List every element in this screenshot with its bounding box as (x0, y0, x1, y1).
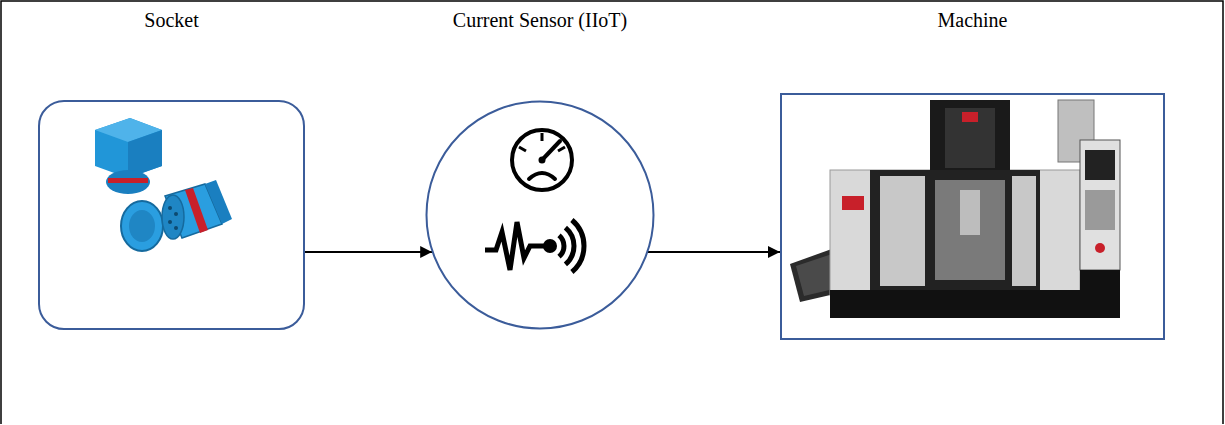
socket-illustration-part (162, 195, 184, 239)
machine-illustration-part (1080, 270, 1120, 318)
socket-illustration (95, 118, 232, 251)
machine-illustration-part (870, 170, 1040, 290)
machine-illustration-part (945, 108, 995, 168)
circle-outline (427, 102, 654, 329)
machine-illustration-part (830, 170, 1080, 295)
socket-illustration-part (185, 188, 208, 233)
arrow-connector (305, 251, 432, 253)
sensor-icon-part (519, 147, 526, 151)
sensor-icon-part (541, 133, 544, 141)
node-heading: Machine (938, 8, 1008, 32)
machine-illustration-part (880, 176, 925, 286)
machine-illustration-part (830, 290, 1120, 318)
machine-box: Machine (780, 8, 1165, 340)
sensor-icon-part (512, 130, 572, 190)
machine-illustration-part (1085, 190, 1115, 230)
node-outline (38, 100, 305, 330)
socket-illustration-part (168, 206, 172, 210)
circle-outline-svg (425, 100, 655, 330)
sensor-circle: Current Sensor (IIoT) (425, 8, 655, 330)
socket-illustration-part (129, 210, 155, 242)
sensor-icon-part (485, 222, 545, 270)
socket-illustration-part (108, 178, 148, 183)
machine-illustration-part (962, 112, 978, 122)
machine-illustration-part (1095, 243, 1105, 253)
sensor-icon (485, 130, 584, 272)
sensor-icon-part (572, 220, 584, 272)
socket-box: Socket (38, 8, 305, 330)
socket-illustration-part (95, 118, 162, 178)
socket-illustration-part (168, 220, 172, 224)
socket-illustration-part (205, 180, 232, 224)
machine-illustration-part (1012, 176, 1036, 286)
sensor-icon-part (542, 141, 560, 160)
machine-illustration (790, 100, 1120, 318)
sensor-icon-part (539, 157, 546, 164)
machine-illustration-part (930, 100, 1010, 175)
socket-illustration-part (174, 212, 178, 216)
node-circle-outline (425, 100, 655, 330)
socket-illustration-part (174, 226, 178, 230)
sensor-icon-part (543, 239, 557, 253)
socket-illustration-part (106, 170, 150, 194)
arrow-connector (648, 251, 780, 253)
sensor-icon-part (565, 228, 574, 265)
machine-illustration-part (1085, 150, 1115, 180)
sensor-icon-part (559, 235, 564, 256)
machine-illustration-part (1080, 140, 1120, 270)
socket-illustration-part (121, 201, 163, 251)
machine-illustration-part (960, 190, 980, 235)
node-heading: Socket (144, 8, 198, 32)
node-outline (780, 93, 1165, 340)
sensor-icon-part (558, 147, 565, 151)
machine-illustration-part (935, 180, 1005, 280)
node-heading: Current Sensor (IIoT) (453, 8, 627, 32)
sensor-icon-part (529, 173, 555, 179)
machine-illustration-part (842, 196, 864, 210)
